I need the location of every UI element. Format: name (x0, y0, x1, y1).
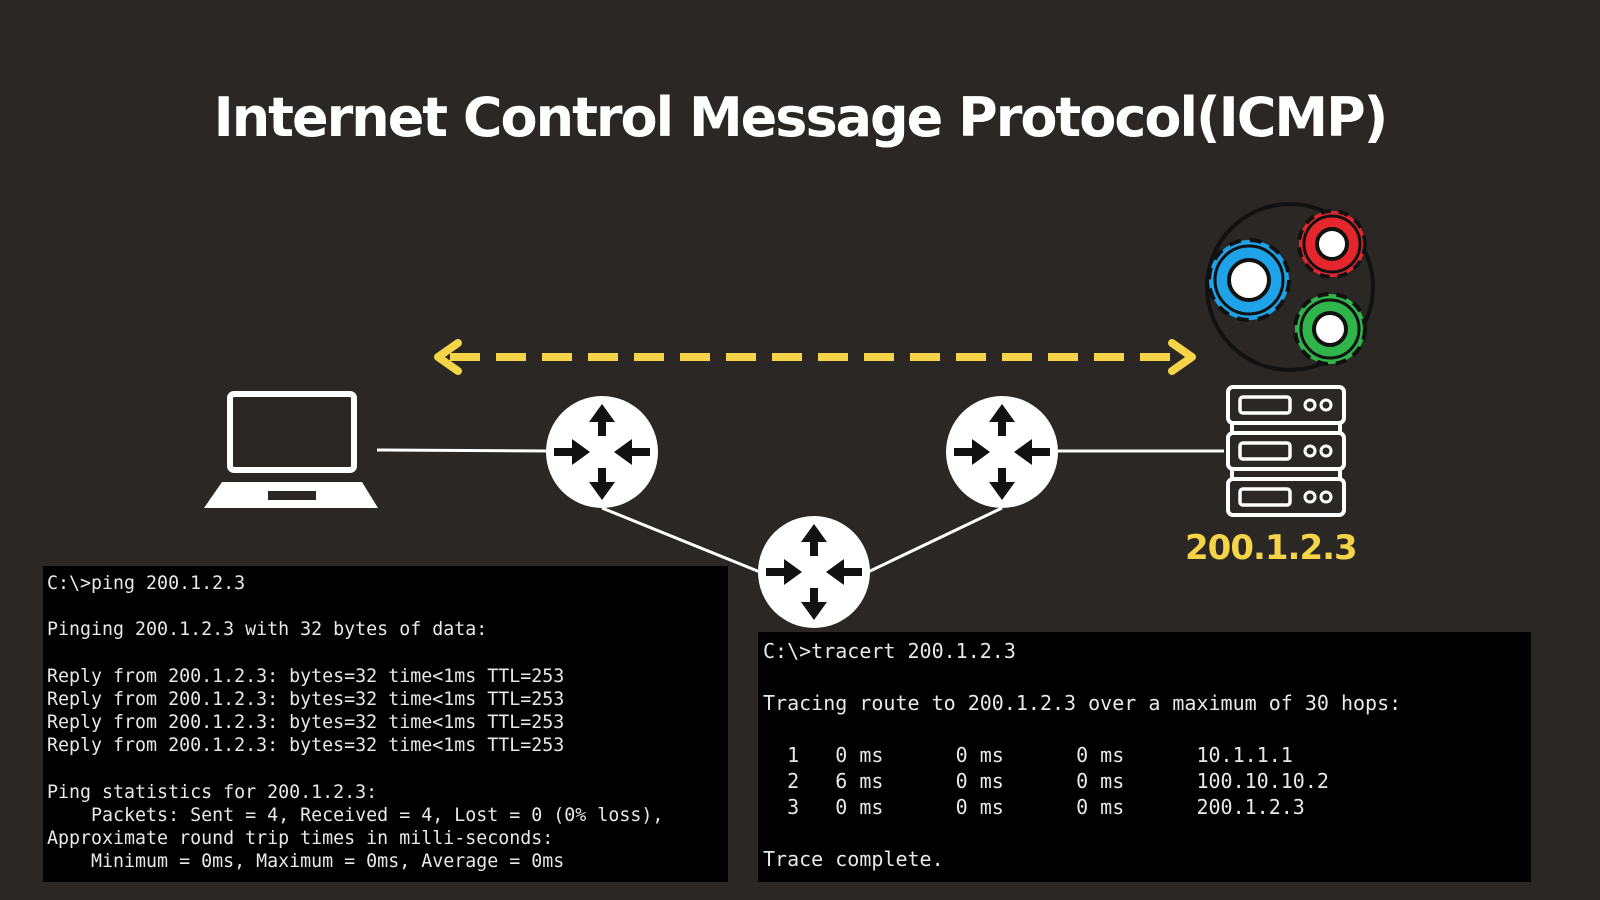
gears-ring (1205, 202, 1375, 372)
terminal-line: C:\>ping 200.1.2.3 (47, 573, 246, 594)
icmp-arrow (434, 339, 1196, 375)
router-icon (946, 396, 1058, 508)
router-icon (546, 396, 658, 508)
terminal-line (47, 595, 728, 618)
network-links (376, 448, 1224, 574)
tracert-terminal: C:\>tracert 200.1.2.3 Tracing route to 2… (758, 632, 1531, 882)
terminal-line: Reply from 200.1.2.3: bytes=32 time<1ms … (47, 735, 565, 757)
ping-terminal: C:\>ping 200.1.2.3 Pinging 200.1.2.3 wit… (43, 566, 728, 882)
terminal-line (763, 716, 1531, 742)
arrow-head-left (434, 339, 462, 375)
terminal-line: Reply from 200.1.2.3: bytes=32 time<1ms … (47, 712, 565, 734)
link-laptop-router1 (376, 448, 551, 453)
terminal-line: Tracing route to 200.1.2.3 over a maximu… (763, 691, 1402, 715)
terminal-line: Reply from 200.1.2.3: bytes=32 time<1ms … (47, 665, 565, 687)
gear-blue-icon (1207, 238, 1291, 322)
arrow-head-right (1168, 339, 1196, 375)
terminal-line (47, 642, 728, 665)
terminal-line: Trace complete. (763, 847, 944, 871)
gears-icon (1205, 202, 1375, 372)
terminal-line: Pinging 200.1.2.3 with 32 bytes of data: (47, 619, 488, 641)
router-icon (758, 516, 870, 628)
terminal-line: Approximate round trip times in milli-se… (47, 828, 554, 850)
terminal-line (763, 820, 1531, 846)
terminal-line: Reply from 200.1.2.3: bytes=32 time<1ms … (47, 689, 565, 711)
terminal-line: C:\>tracert 200.1.2.3 (763, 639, 1016, 663)
gear-green-icon (1293, 292, 1367, 366)
terminal-line: 1 0 ms 0 ms 0 ms 10.1.1.1 (763, 743, 1293, 767)
laptop-icon (204, 391, 378, 508)
link-router1-router3 (601, 506, 761, 574)
terminal-line: 3 0 ms 0 ms 0 ms 200.1.2.3 (763, 795, 1305, 819)
terminal-line: Ping statistics for 200.1.2.3: (47, 781, 378, 803)
link-router3-router2 (867, 506, 1003, 574)
page-title: Internet Control Message Protocol(ICMP) (213, 86, 1389, 149)
terminal-line: Packets: Sent = 4, Received = 4, Lost = … (47, 805, 664, 827)
terminal-line: Minimum = 0ms, Maximum = 0ms, Average = … (47, 851, 565, 873)
server-ip-label: 200.1.2.3 (1185, 528, 1358, 568)
terminal-line: 2 6 ms 0 ms 0 ms 100.10.10.2 (763, 769, 1329, 793)
gear-red-icon (1297, 209, 1367, 279)
terminal-line (763, 664, 1531, 690)
server-rack-icon (1226, 385, 1346, 517)
terminal-line (47, 758, 728, 781)
